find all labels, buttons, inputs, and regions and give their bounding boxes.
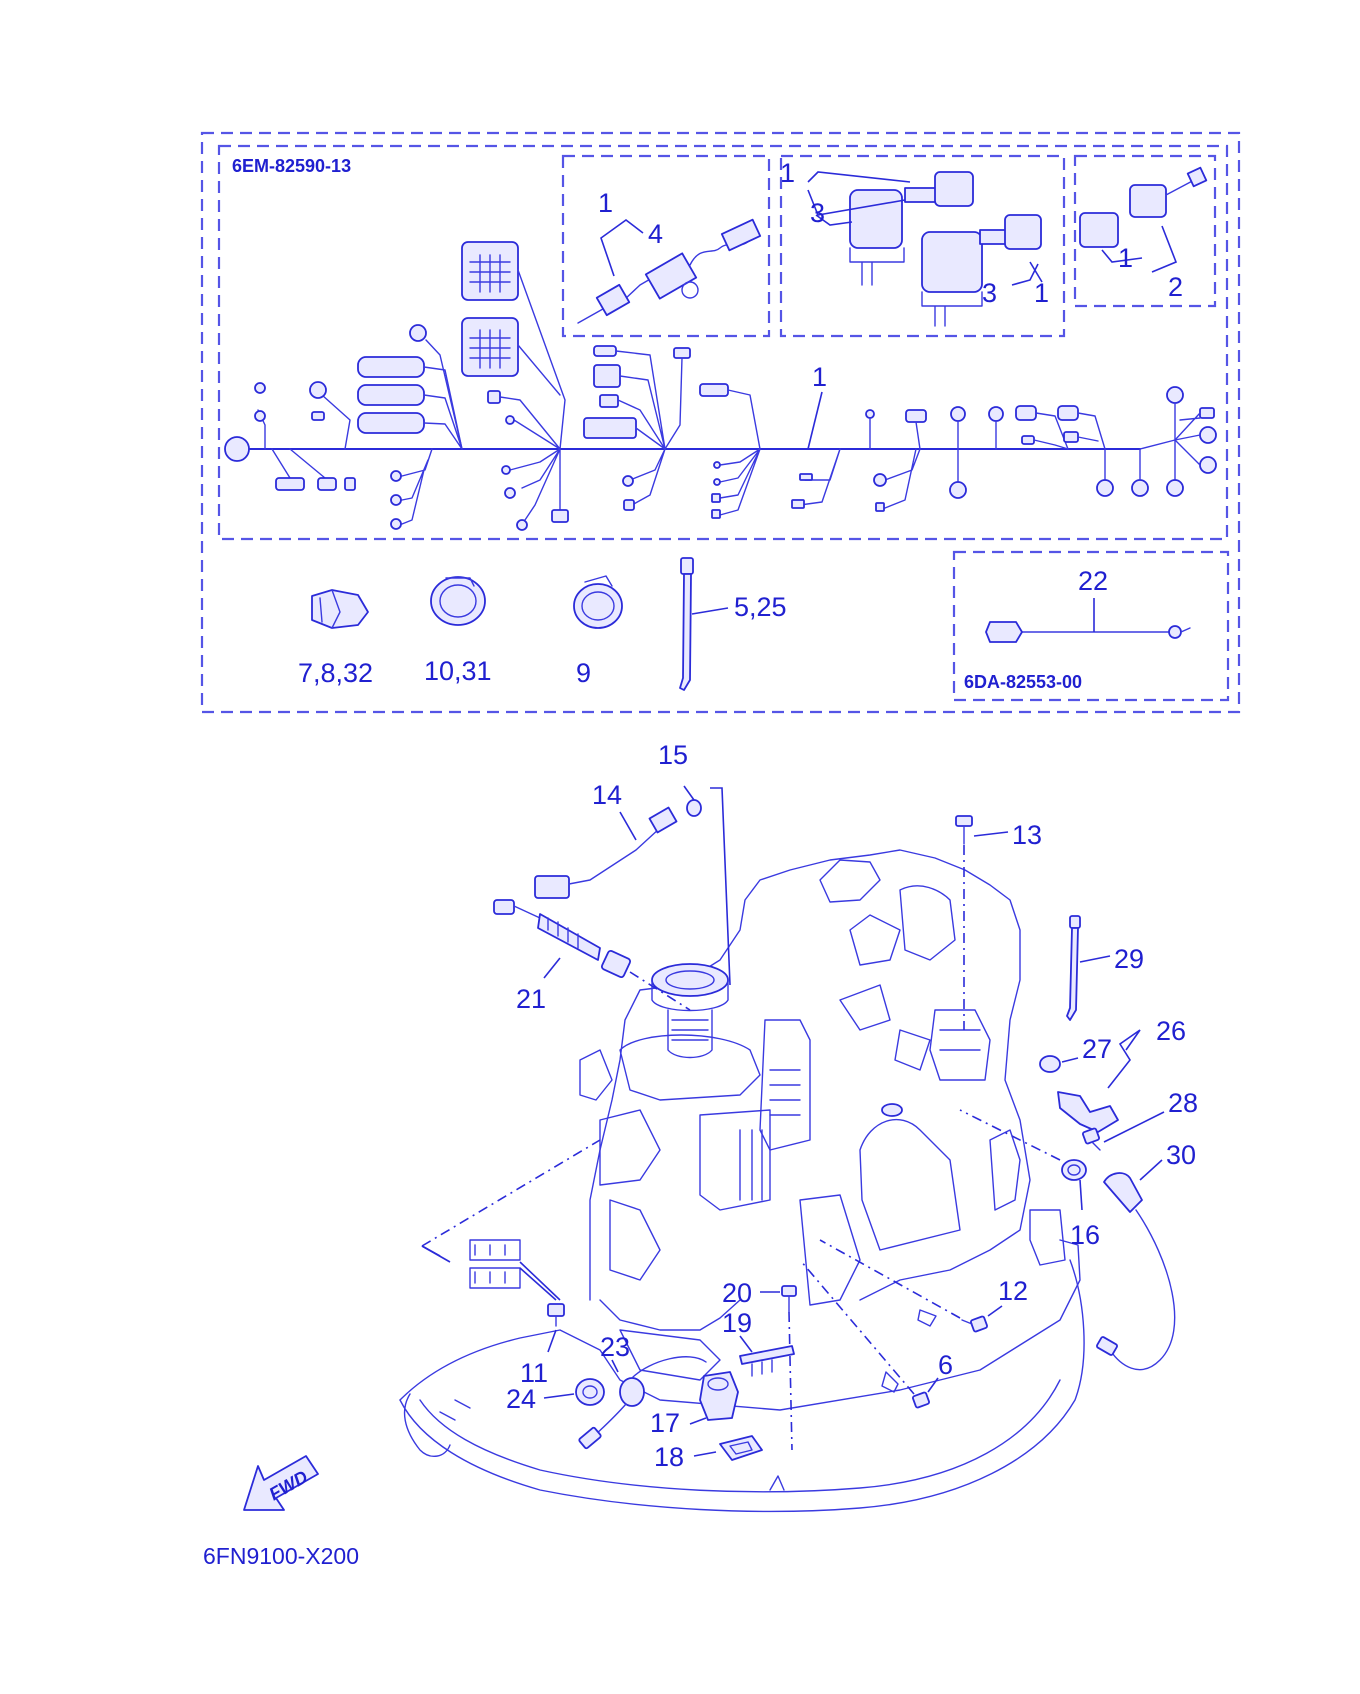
sub-box-plug xyxy=(1073,154,1217,308)
sensor-21: 21 xyxy=(493,899,691,1014)
callout-5-25: 5,25 xyxy=(734,592,787,622)
sensor-lead-23: 23 xyxy=(578,1332,707,1450)
wire-harness-trunk: 1 xyxy=(224,241,1217,531)
bolt-12: 12 xyxy=(819,1239,1028,1333)
wire-harness-kit-group: 6EM-82590-13 1 4 xyxy=(200,131,1241,714)
lead-part-code: 6DA-82553-00 xyxy=(964,672,1082,692)
callout-1: 2 xyxy=(1168,272,1183,302)
callout-7-8-32: 7,8,32 xyxy=(298,658,373,688)
callout-23: 23 xyxy=(600,1332,630,1362)
pressure-sensor-17: 17 xyxy=(650,1371,739,1438)
sub-box-coupler-parts: 1 3 1 3 xyxy=(780,158,1049,327)
fwd-arrow: FWD xyxy=(243,1455,319,1511)
callout-30: 30 xyxy=(1166,1140,1196,1170)
callout-1: 1 xyxy=(812,362,827,392)
lead-30: 30 xyxy=(1096,1140,1196,1371)
callout-20: 20 xyxy=(722,1278,752,1308)
bracket-19: 19 xyxy=(722,1308,795,1377)
gasket-18: 18 xyxy=(654,1435,763,1472)
callout-1: 1 xyxy=(780,158,795,188)
callout-1: 1 xyxy=(1034,278,1049,308)
callout-1: 1 xyxy=(598,188,613,218)
callout-6: 6 xyxy=(938,1350,953,1380)
callout-12: 12 xyxy=(998,1276,1028,1306)
grommet-24: 24 xyxy=(506,1378,605,1414)
clamp-10-31: 10,31 xyxy=(424,576,492,686)
sub-box-connector xyxy=(561,154,771,338)
bolt-13: 13 xyxy=(955,815,1042,1030)
cable-tie-29: 29 xyxy=(1066,915,1144,1021)
callout-28: 28 xyxy=(1168,1088,1198,1118)
engine-block-illustration xyxy=(399,849,1085,1513)
callout-21: 21 xyxy=(516,984,546,1014)
clamp-9: 9 xyxy=(573,575,623,688)
callout-2: 1 xyxy=(1118,243,1133,273)
harness-dashed-box xyxy=(217,144,1229,541)
outer-dashed-frame xyxy=(200,131,1241,714)
callout-3: 3 xyxy=(810,198,825,228)
cable-tie-5-25: 5,25 xyxy=(679,557,787,691)
sub-box-plug-parts: 1 2 xyxy=(1079,166,1208,302)
callout-26: 26 xyxy=(1156,1016,1186,1046)
callout-3: 3 xyxy=(982,278,997,308)
figure-code: 6FN9100-X200 xyxy=(203,1543,359,1569)
callout-15: 15 xyxy=(658,740,688,770)
bolt-11: 11 xyxy=(519,1267,565,1388)
clamp-7-8-32: 7,8,32 xyxy=(298,589,373,688)
sub-box-coupler xyxy=(779,154,1066,338)
plug-16: 16 xyxy=(959,1109,1100,1250)
sensor-26: 27 26 xyxy=(1039,1016,1186,1133)
washer-15 xyxy=(686,799,702,817)
bolt-28: 28 xyxy=(1082,1088,1198,1151)
callout-16: 16 xyxy=(1070,1220,1100,1250)
harness-part-code: 6EM-82590-13 xyxy=(232,156,351,176)
callout-29: 29 xyxy=(1114,944,1144,974)
callout-22: 22 xyxy=(1078,566,1108,596)
sub-box-connector-parts: 1 4 xyxy=(577,188,762,324)
bolt-6: 6 xyxy=(799,1259,953,1409)
callout-17: 17 xyxy=(650,1408,680,1438)
callout-27: 27 xyxy=(1082,1034,1112,1064)
bolt-20: 20 xyxy=(722,1278,797,1451)
lead-dashed-box xyxy=(952,550,1230,702)
callout-10-31: 10,31 xyxy=(424,656,492,686)
callout-14: 14 xyxy=(592,780,622,810)
callout-24: 24 xyxy=(506,1384,536,1414)
lead-wire-parts: 22 6DA-82553-00 xyxy=(964,566,1191,692)
callout-18: 18 xyxy=(654,1442,684,1472)
callout-4: 4 xyxy=(648,219,663,249)
callout-11: 11 xyxy=(520,1358,548,1388)
callout-13: 13 xyxy=(1012,820,1042,850)
engine-parts-callouts: 15 14 13 21 xyxy=(493,740,1198,1472)
callout-19: 19 xyxy=(722,1308,752,1338)
sensor-14: 14 xyxy=(534,780,678,899)
callout-9: 9 xyxy=(576,658,591,688)
